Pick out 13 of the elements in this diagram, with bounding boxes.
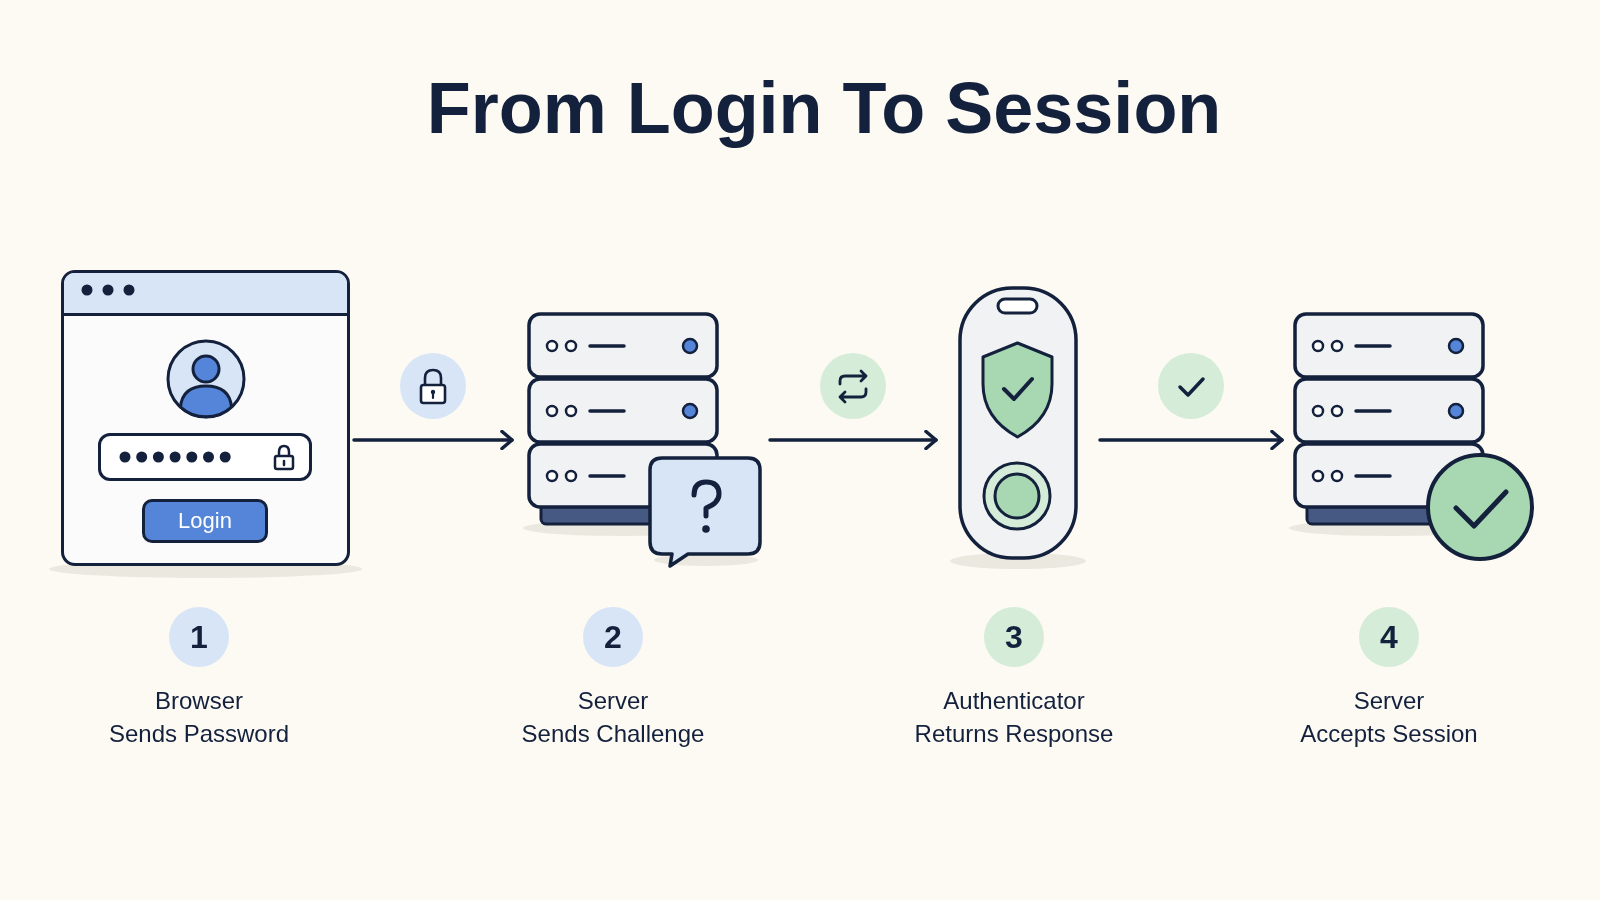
browser-window [61,270,350,566]
step-caption: Browser Sends Password [108,686,290,749]
step-caption: Server Accepts Session [1300,686,1478,749]
arrow [352,429,514,451]
step-number: 1 [169,607,229,667]
step-caption: Authenticator Returns Response [914,686,1114,749]
step-number: 4 [1359,607,1419,667]
step-caption: Server Sends Challenge [521,686,705,749]
arrow [768,429,938,451]
arrow [1098,429,1284,451]
step-number: 2 [583,607,643,667]
login-button: Login [142,499,268,543]
step-number: 3 [984,607,1044,667]
